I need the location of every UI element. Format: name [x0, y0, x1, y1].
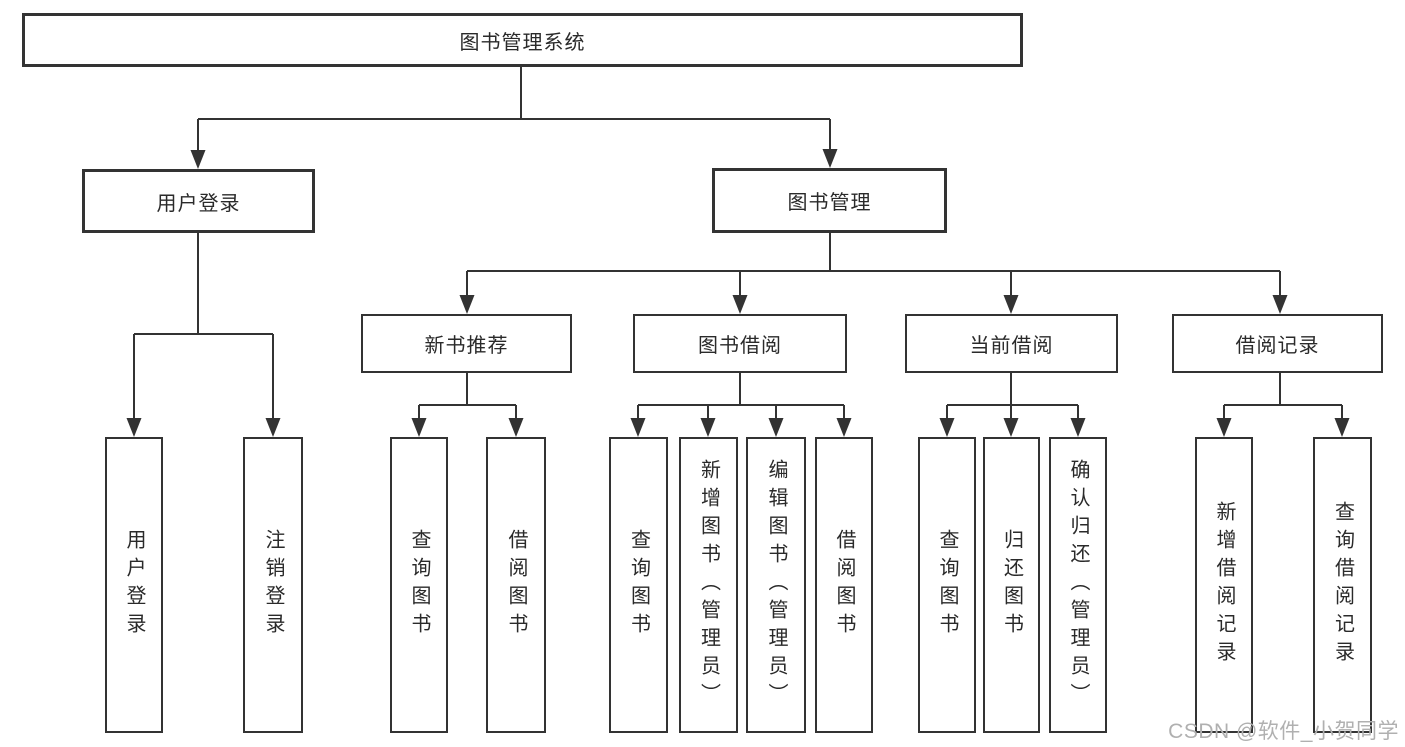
connector-bookmgmt-children — [466, 233, 1281, 297]
leaf-label: 借阅图书 — [505, 529, 527, 641]
node-current-borrowing: 当前借阅 — [905, 314, 1118, 373]
node-root-system: 图书管理系统 — [22, 13, 1023, 67]
leaf-query-books-current: 查询图书 — [918, 437, 976, 733]
node-user-login: 用户登录 — [82, 169, 315, 233]
node-book-borrowing: 图书借阅 — [633, 314, 847, 373]
leaf-label: 归还图书 — [1000, 529, 1023, 641]
leaf-query-books-borrow: 查询图书 — [609, 437, 668, 733]
leaf-confirm-return-admin: 确认归还（管理员） — [1049, 437, 1107, 733]
connector-level3-children — [418, 373, 1343, 420]
leaf-label: 新增借阅记录 — [1213, 501, 1235, 669]
leaf-label: 查询图书 — [408, 529, 430, 641]
leaf-logout-login: 注销登录 — [243, 437, 303, 733]
leaf-borrow-books: 借阅图书 — [815, 437, 873, 733]
node-new-book-recommend: 新书推荐 — [361, 314, 572, 373]
leaf-label: 注销登录 — [262, 529, 284, 641]
leaf-return-books: 归还图书 — [983, 437, 1040, 733]
leaf-label: 借阅图书 — [833, 529, 855, 641]
leaf-add-book-admin: 新增图书（管理员） — [679, 437, 738, 733]
leaf-label: 用户登录 — [123, 529, 145, 641]
leaf-add-borrow-record: 新增借阅记录 — [1195, 437, 1253, 733]
leaf-borrow-books-recommend: 借阅图书 — [486, 437, 546, 733]
leaf-user-login: 用户登录 — [105, 437, 163, 733]
node-borrowing-records: 借阅记录 — [1172, 314, 1383, 373]
leaf-query-books-recommend: 查询图书 — [390, 437, 448, 733]
leaf-edit-book-admin: 编辑图书（管理员） — [746, 437, 806, 733]
leaf-label: 查询图书 — [936, 529, 958, 641]
connector-root-to-level2 — [197, 67, 831, 152]
leaf-label: 新增图书（管理员） — [697, 459, 720, 711]
leaf-label: 编辑图书（管理员） — [765, 459, 787, 711]
node-book-management: 图书管理 — [712, 168, 947, 233]
leaf-query-borrow-record: 查询借阅记录 — [1313, 437, 1372, 733]
leaf-label: 确认归还（管理员） — [1067, 459, 1089, 711]
arrowheads — [126, 149, 1350, 437]
connector-userlogin-children — [133, 233, 274, 420]
leaf-label: 查询图书 — [627, 529, 650, 641]
leaf-label: 查询借阅记录 — [1331, 501, 1354, 669]
